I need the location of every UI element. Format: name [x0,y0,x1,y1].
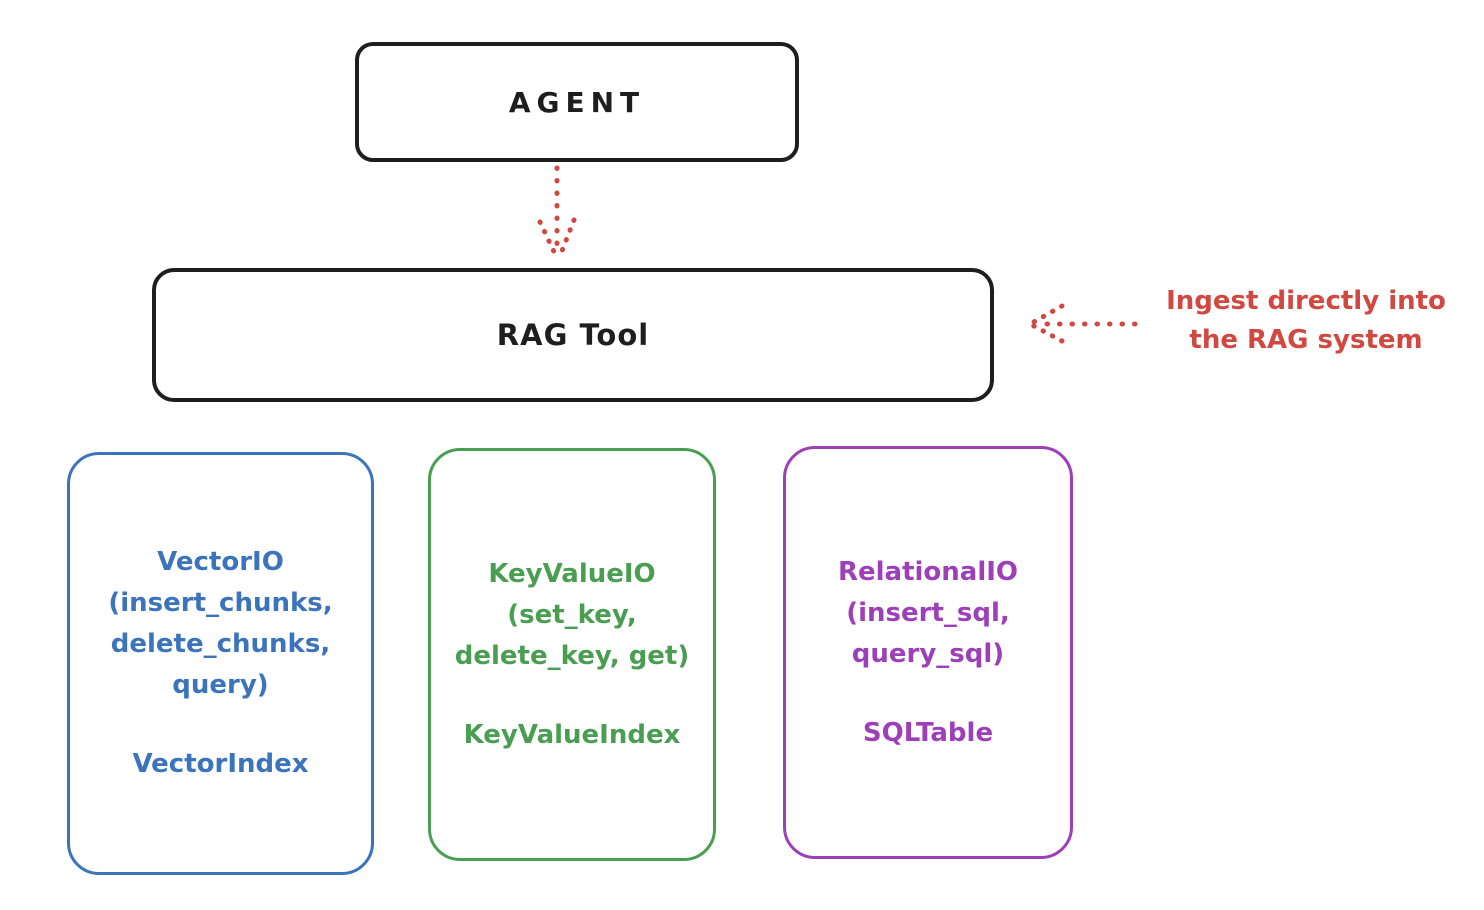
relational-io-subtitle: SQLTable [862,717,994,748]
vector-io-node: VectorIO (insert_chunks, delete_chunks, … [67,452,374,875]
relational-io-title: RelationalIO (insert_sql, query_sql) [838,552,1018,675]
ingest-annotation: Ingest directly into the RAG system [1138,282,1474,360]
relational-io-line: (insert_sql, [846,597,1010,628]
agent-to-rag-arrow-icon [537,165,577,259]
ingest-annotation-line1: Ingest directly into [1166,286,1446,316]
ingest-arrow-icon [1029,303,1138,344]
vector-io-subtitle: VectorIndex [132,749,309,779]
keyvalue-io-line: (set_key, [507,599,637,630]
keyvalue-io-line: delete_key, get) [454,640,690,671]
vector-io-line: delete_chunks, [110,629,331,659]
rag-tool-node: RAG Tool [152,268,994,402]
vector-io-line: VectorIO [157,547,284,577]
relational-io-line: query_sql) [851,638,1005,669]
ingest-annotation-line2: the RAG system [1189,325,1423,355]
keyvalue-io-node: KeyValueIO (set_key, delete_key, get) Ke… [428,448,716,861]
vector-io-line: query) [172,670,269,700]
rag-tool-label: RAG Tool [496,318,650,352]
vector-io-title: VectorIO (insert_chunks, delete_chunks, … [108,542,332,706]
agent-node: AGENT [355,42,799,162]
vector-io-line: (insert_chunks, [108,588,333,618]
keyvalue-io-subtitle: KeyValueIndex [463,719,681,750]
relational-io-node: RelationalIO (insert_sql, query_sql) SQL… [783,446,1073,859]
agent-label: AGENT [508,85,646,119]
keyvalue-io-line: KeyValueIO [488,558,656,589]
relational-io-line: RelationalIO [837,556,1019,587]
keyvalue-io-title: KeyValueIO (set_key, delete_key, get) [455,554,690,677]
